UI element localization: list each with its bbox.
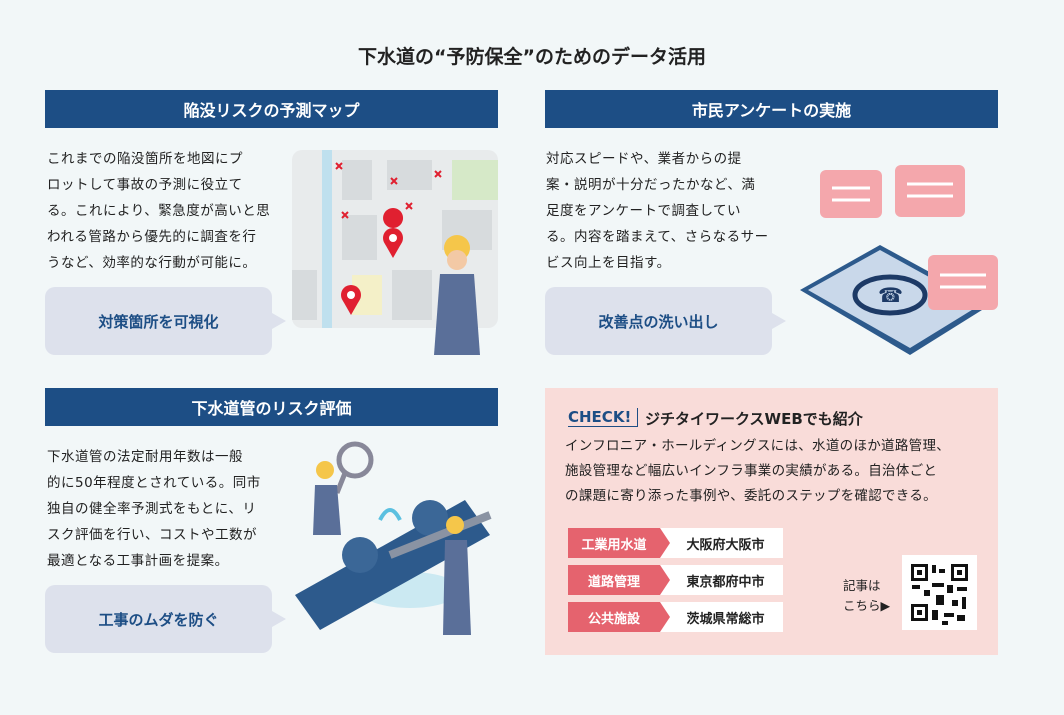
section-heading-sinkhole-map: 陥没リスクの予測マップ: [45, 90, 498, 128]
text-line: 足度をアンケートで調査してい: [546, 203, 742, 219]
pipe-workers-illustration: [295, 441, 492, 635]
text-line: スク評価を行い、コストや工数が: [47, 527, 257, 543]
case-city: 東京都府中市: [660, 565, 783, 595]
text-line: 独自の健全率予測式をもとに、リ: [47, 501, 257, 517]
text-line: 最適となる工事計画を提案。: [47, 553, 229, 569]
text-line: 対応スピードや、業者からの提: [546, 151, 742, 167]
qr-label: 記事は こちら▶: [843, 576, 890, 616]
case-row: 工業用水道大阪府大阪市: [568, 528, 783, 558]
qr-label-line: 記事は: [843, 578, 881, 593]
text-line: る。内容を踏まえて、さらなるサー: [546, 229, 769, 245]
text-line: これまでの陥没箇所を地図にプ: [47, 151, 243, 167]
text-line: インフロニア・ホールディングスには、水道のほか道路管理、: [565, 438, 951, 454]
callout-visualize: 対策箇所を可視化: [45, 287, 286, 355]
text-line: る。これにより、緊急度が高いと思: [47, 203, 271, 219]
text-line: 案・説明が十分だったかなど、満: [546, 177, 756, 193]
section-heading-survey: 市民アンケートの実施: [545, 90, 998, 128]
page-title: 下水道の“予防保全”のためのデータ活用: [358, 46, 706, 68]
section-body-survey: 対応スピードや、業者からの提 案・説明が十分だったかなど、満 足度をアンケートで…: [546, 146, 769, 276]
svg-text:☎: ☎: [878, 283, 903, 307]
text-line: 施設管理など幅広いインフラ事業の実績がある。自治体ごと: [565, 463, 938, 479]
case-field-tag: 道路管理: [568, 565, 670, 595]
case-city: 茨城県常総市: [660, 602, 783, 632]
check-badge: CHECK!: [568, 408, 639, 427]
case-row: 公共施設茨城県常総市: [568, 602, 783, 632]
text-line: の課題に寄り添った事例や、委託のステップを確認できる。: [565, 488, 937, 504]
check-body: インフロニア・ホールディングスには、水道のほか道路管理、 施設管理など幅広いイン…: [565, 434, 950, 509]
case-field-tag: 公共施設: [568, 602, 670, 632]
text-line: ビス向上を目指す。: [546, 255, 671, 271]
case-row: 道路管理東京都府中市: [568, 565, 783, 595]
case-city: 大阪府大阪市: [660, 528, 783, 558]
case-field-tag: 工業用水道: [568, 528, 670, 558]
tablet-chat-illustration: ☎: [800, 165, 998, 355]
text-line: 的に50年程度とされている。同市: [47, 475, 261, 491]
callout-improvements: 改善点の洗い出し: [545, 287, 786, 355]
section-body-risk-evaluation: 下水道管の法定耐用年数は一般 的に50年程度とされている。同市 独自の健全率予測…: [47, 444, 261, 574]
text-line: われる管路から優先的に調査を行: [47, 229, 257, 245]
qr-label-line: こちら▶: [843, 598, 891, 613]
check-heading: ジチタイワークスWEBでも紹介: [645, 410, 863, 428]
text-line: うなど、効率的な行動が可能に。: [47, 255, 257, 271]
text-line: ロットして事故の予測に役立て: [47, 177, 243, 193]
map-illustration: [292, 150, 498, 355]
section-heading-risk-evaluation: 下水道管のリスク評価: [45, 388, 498, 426]
callout-prevent-waste: 工事のムダを防ぐ: [45, 585, 286, 653]
qr-code[interactable]: [902, 555, 977, 630]
check-panel: CHECK! ジチタイワークスWEBでも紹介 インフロニア・ホールディングスには…: [545, 388, 998, 655]
section-body-sinkhole-map: これまでの陥没箇所を地図にプ ロットして事故の予測に役立て る。これにより、緊急…: [47, 146, 270, 276]
text-line: 下水道管の法定耐用年数は一般: [47, 449, 243, 465]
